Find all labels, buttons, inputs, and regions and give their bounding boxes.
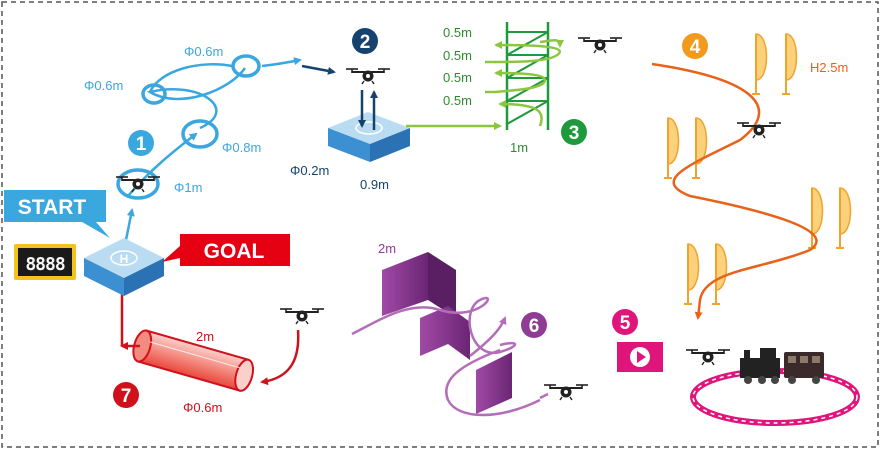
s6-wall-1b [428, 252, 456, 318]
section-4: 4 H2.5m [651, 33, 852, 320]
s3-weave-6 [539, 39, 564, 48]
flag-icon [711, 243, 728, 305]
s3-weave-4 [494, 51, 562, 64]
section-3: 3 0.5m 0.5m 0.5m 0.5m 1m [406, 22, 623, 155]
s6-path-b [445, 348, 541, 417]
s3-number: 3 [569, 123, 580, 144]
s1-path-d [261, 57, 302, 68]
s6-path-d [469, 316, 507, 357]
s2-pad-left [328, 128, 370, 162]
start-label: START [18, 196, 87, 219]
s6-path-a [351, 296, 517, 355]
s1-takeoff-arrow [124, 208, 135, 241]
s4-badge [682, 33, 708, 59]
s3-weave-3 [494, 69, 547, 81]
s4-height: H2.5m [810, 60, 848, 75]
s1-ring-label-2: Φ0.8m [222, 140, 261, 155]
drone-icon [115, 176, 161, 193]
s3-width: 1m [510, 140, 528, 155]
flag-icon [663, 117, 680, 179]
goal-label: GOAL [204, 240, 265, 263]
ring-1m [116, 168, 160, 200]
s3-gap-3: 0.5m [443, 70, 472, 85]
s7-tube-diameter: Φ0.6m [183, 400, 222, 415]
s3-diag-4 [506, 100, 549, 125]
s6-badge [521, 312, 547, 338]
s7-entry-arrow [260, 329, 300, 386]
s1-ring-label-1: Φ1m [174, 180, 202, 195]
timer-screen [18, 248, 72, 276]
helipad-icon [355, 121, 383, 135]
flag-icon [683, 243, 700, 305]
s2-approach-arrow [301, 64, 336, 75]
s5-number: 5 [620, 313, 631, 334]
start-callout [4, 190, 110, 238]
s1-number: 1 [136, 134, 147, 155]
goal-callout [162, 234, 290, 266]
s7-number: 7 [121, 386, 132, 407]
s3-diag-1 [506, 31, 549, 56]
start-pad-h: H [120, 252, 129, 266]
s7-tube [132, 329, 255, 392]
s3-weave-2 [494, 79, 547, 94]
ring-0-6m-a [141, 83, 167, 105]
s3-gap-2: 0.5m [443, 48, 472, 63]
helipad-icon [110, 250, 138, 266]
drone-icon [279, 308, 325, 325]
start-pad-left [84, 258, 124, 296]
s4-slalom-path [651, 62, 818, 320]
s3-gap-4: 0.5m [443, 93, 472, 108]
s5-badge [612, 309, 638, 335]
section-5: 5 [612, 309, 860, 426]
play-icon [637, 351, 646, 363]
flag-icon [781, 33, 798, 95]
start-area: H START GOAL 8888 [4, 190, 290, 296]
s2-badge [352, 28, 378, 54]
s3-weave-1 [498, 100, 543, 127]
s6-number: 6 [529, 316, 540, 337]
s6-path-c [539, 392, 549, 400]
train-track-ties [692, 370, 858, 424]
start-pad-right [124, 258, 164, 296]
flag-icon [835, 187, 852, 249]
s3-badge [561, 119, 587, 145]
flag-icon [691, 117, 708, 179]
s4-number: 4 [690, 37, 701, 58]
s6-wall-2 [420, 306, 470, 360]
s6-wall-3 [476, 352, 512, 414]
s1-ring-label-4: Φ0.6m [184, 44, 223, 59]
s2-pad-right [370, 128, 410, 162]
s2-pad-diameter: Φ0.2m [290, 163, 329, 178]
flag-icon [751, 33, 768, 95]
section-7: 7 2m Φ0.6m [113, 278, 325, 415]
s6-wall-1a [382, 252, 428, 316]
s3-weave-5 [494, 41, 562, 53]
section-6: 6 2m [351, 241, 589, 417]
s6-wall-label: 2m [378, 241, 396, 256]
s1-badge [128, 130, 154, 156]
drone-icon [345, 68, 391, 85]
section-1: 1 Φ1m Φ0.8m Φ0.6m Φ0.6m [84, 44, 302, 241]
ring-0-6m-b [231, 54, 261, 78]
drone-icon [577, 37, 623, 54]
ring-0-8m [181, 119, 219, 149]
s2-pad-top [328, 112, 410, 144]
s1-ring-label-3: Φ0.6m [84, 78, 123, 93]
drone-icon [543, 384, 589, 401]
s7-tube-length: 2m [196, 329, 214, 344]
s7-badge [113, 382, 139, 408]
section-2: 2 Φ0.2m 0.9m [290, 28, 410, 192]
s2-pad-size: 0.9m [360, 177, 389, 192]
drone-icon [685, 349, 731, 366]
timer-digits: 8888 [25, 254, 65, 275]
train-icon [740, 348, 824, 384]
s2-number: 2 [360, 32, 371, 53]
s3-gap-1: 0.5m [443, 25, 472, 40]
